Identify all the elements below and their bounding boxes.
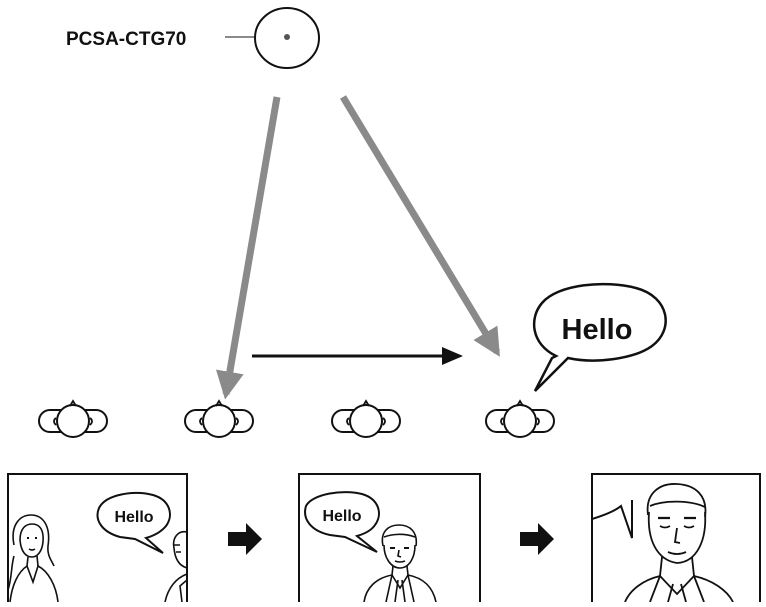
- participant-head-icon: [38, 399, 108, 438]
- camera-ray-to-speaker-4: [340, 95, 500, 357]
- man-figure-partial: [164, 530, 187, 602]
- speech-bubble-panel-2: Hello: [304, 491, 380, 553]
- participant-head-icon: [485, 399, 555, 438]
- participant-3: [331, 399, 401, 438]
- screen-panel-3: [591, 473, 761, 607]
- screen-frame-3: [591, 473, 761, 607]
- camera-center-dot: [284, 34, 290, 40]
- device-model-label: PCSA-CTG70: [66, 29, 187, 50]
- screen-frame-1: [7, 473, 188, 607]
- speech-bubble-panel-1: Hello: [96, 491, 171, 554]
- participant-head-icon: [184, 399, 254, 438]
- speech-bubble-main: Hello: [533, 282, 667, 392]
- participant-head-icon: [331, 399, 401, 438]
- participant-2: [184, 399, 254, 438]
- speech-bubble-tail-panel-3: [592, 500, 633, 539]
- woman-figure: [8, 514, 59, 602]
- screen-panel-1: Hello: [7, 473, 188, 607]
- speech-text-panel-1: Hello: [114, 509, 153, 526]
- right-arrow-icon: [228, 523, 262, 555]
- camera-unit: [225, 7, 320, 69]
- speech-text-main: Hello: [562, 314, 633, 346]
- camera-ray-to-speaker-2: [215, 96, 281, 400]
- screen-frame-2: [298, 473, 481, 607]
- speech-text-panel-2: Hello: [322, 508, 361, 525]
- man-figure: [363, 524, 437, 602]
- right-arrow-icon: [520, 523, 554, 555]
- man-figure-zoomed: [624, 483, 734, 602]
- participant-1: [38, 399, 108, 438]
- participant-4: [485, 399, 555, 438]
- screen-panel-2: Hello: [298, 473, 481, 607]
